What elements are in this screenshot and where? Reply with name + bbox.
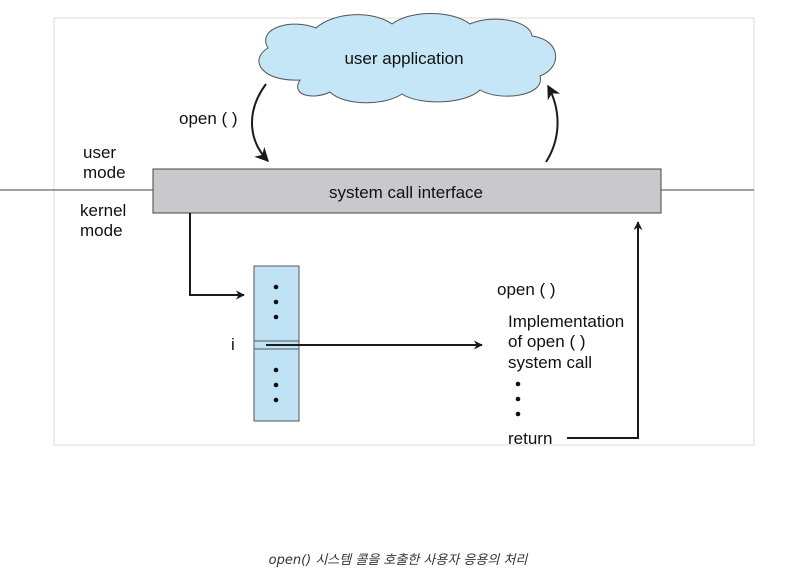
user-mode-label-line1: user (83, 143, 116, 162)
system-call-interface-label: system call interface (329, 183, 483, 202)
system-call-interface-bar (152, 168, 662, 214)
user-application-label: user application (344, 49, 463, 68)
open-call-label: open ( ) (179, 109, 238, 128)
kernel-mode-label-line2: mode (80, 221, 123, 240)
table-ellipsis-dot (273, 284, 279, 290)
table-ellipsis-dot (273, 299, 279, 305)
return-to-app-arrow (545, 84, 561, 163)
impl-ellipsis-dot (515, 396, 521, 402)
figure-caption: open() 시스템 콜을 호출한 사용자 응용의 처리 (268, 553, 528, 568)
kernel-mode-label-line1: kernel (80, 201, 126, 220)
open-impl-title: open ( ) (497, 280, 556, 299)
user-mode-label-line2: mode (83, 163, 126, 182)
impl-line-2: of open ( ) (508, 332, 586, 351)
impl-line-3: system call (508, 353, 592, 372)
impl-line-1: Implementation (508, 312, 624, 331)
table-ellipsis-dot (273, 382, 279, 388)
return-arrow (567, 221, 643, 439)
table-index-label: i (231, 335, 235, 354)
user-application-cloud (258, 13, 556, 104)
impl-ellipsis-dot (515, 411, 521, 417)
impl-ellipsis-dot (515, 381, 521, 387)
table-ellipsis-dot (273, 367, 279, 373)
table-ellipsis-dot (273, 397, 279, 403)
return-label: return (508, 429, 552, 448)
system-call-table (253, 265, 300, 422)
table-ellipsis-dot (273, 314, 279, 320)
call-arrow (251, 83, 269, 163)
lookup-arrow (189, 213, 245, 300)
